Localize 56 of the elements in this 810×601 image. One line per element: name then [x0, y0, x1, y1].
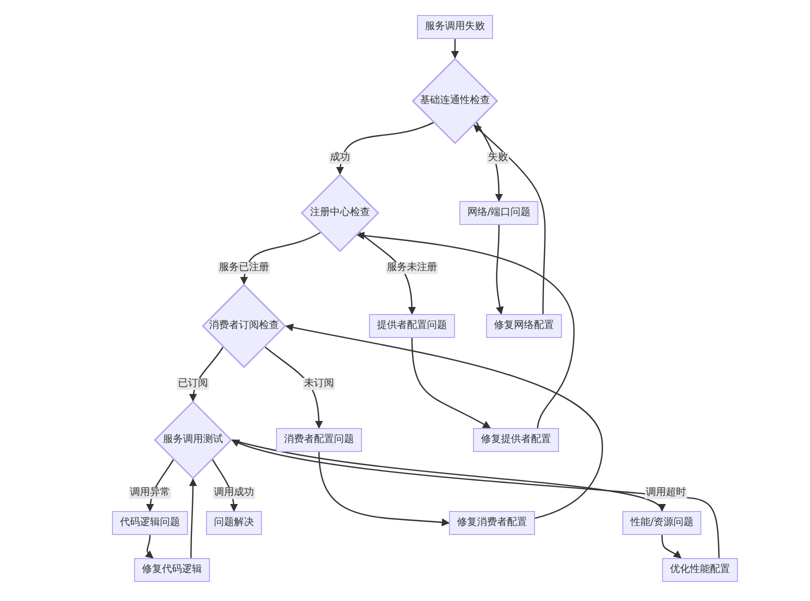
arrow — [336, 122, 434, 175]
edge-label: 成功 — [329, 152, 351, 164]
edge-label: 调用异常 — [129, 487, 171, 499]
process-box — [417, 15, 493, 39]
process-box — [459, 201, 539, 225]
edge-label: 失败 — [487, 152, 509, 164]
node-label: 问题解决 — [214, 517, 254, 529]
arrow — [318, 452, 450, 526]
process-box — [622, 511, 702, 535]
edge-label: 服务未注册 — [386, 262, 438, 274]
node-label: 网络/端口问题 — [467, 207, 531, 219]
arrow — [264, 346, 323, 429]
arrow — [496, 225, 504, 315]
decision-diamond — [412, 58, 498, 144]
node-label: 消费者订阅检查 — [209, 320, 279, 332]
node-label: 注册中心检查 — [310, 207, 370, 219]
process-box — [134, 558, 210, 582]
process-box — [206, 511, 262, 535]
process-box — [486, 314, 562, 338]
edge-label: 服务已注册 — [218, 262, 270, 274]
process-box — [662, 558, 738, 582]
process-box — [112, 511, 188, 535]
node-label: 修复提供者配置 — [481, 434, 551, 446]
arrow — [231, 438, 720, 558]
node-label: 修复网络配置 — [494, 320, 554, 332]
arrow — [285, 324, 603, 519]
node-label: 基础连通性检查 — [420, 95, 490, 107]
node-label: 修复消费者配置 — [457, 517, 527, 529]
process-box — [276, 428, 362, 452]
node-label: 性能/资源问题 — [630, 517, 694, 529]
process-box — [473, 428, 559, 452]
arrow — [476, 122, 503, 202]
arrow — [661, 534, 682, 559]
node-label: 修复代码逻辑 — [142, 564, 202, 576]
edge-label: 已订阅 — [177, 378, 209, 390]
arrow — [473, 124, 546, 314]
decision-diamond — [202, 284, 286, 368]
edge-label: 调用超时 — [645, 487, 687, 499]
node-label: 服务调用测试 — [163, 434, 223, 446]
arrow — [188, 478, 197, 558]
decision-diamond — [154, 401, 232, 479]
arrow — [144, 534, 154, 559]
edge-label: 调用成功 — [213, 487, 255, 499]
decision-diamond — [301, 174, 379, 252]
edge-label: 未订阅 — [303, 378, 335, 390]
arrow — [356, 232, 575, 428]
arrow — [411, 338, 491, 429]
process-box — [449, 511, 535, 535]
arrow — [451, 39, 459, 59]
node-label: 代码逻辑问题 — [120, 517, 180, 529]
process-box — [369, 314, 455, 338]
arrow — [240, 232, 321, 285]
node-label: 提供者配置问题 — [377, 320, 447, 332]
node-label: 优化性能配置 — [670, 564, 730, 576]
node-label: 服务调用失败 — [425, 21, 485, 33]
node-label: 消费者配置问题 — [284, 434, 354, 446]
